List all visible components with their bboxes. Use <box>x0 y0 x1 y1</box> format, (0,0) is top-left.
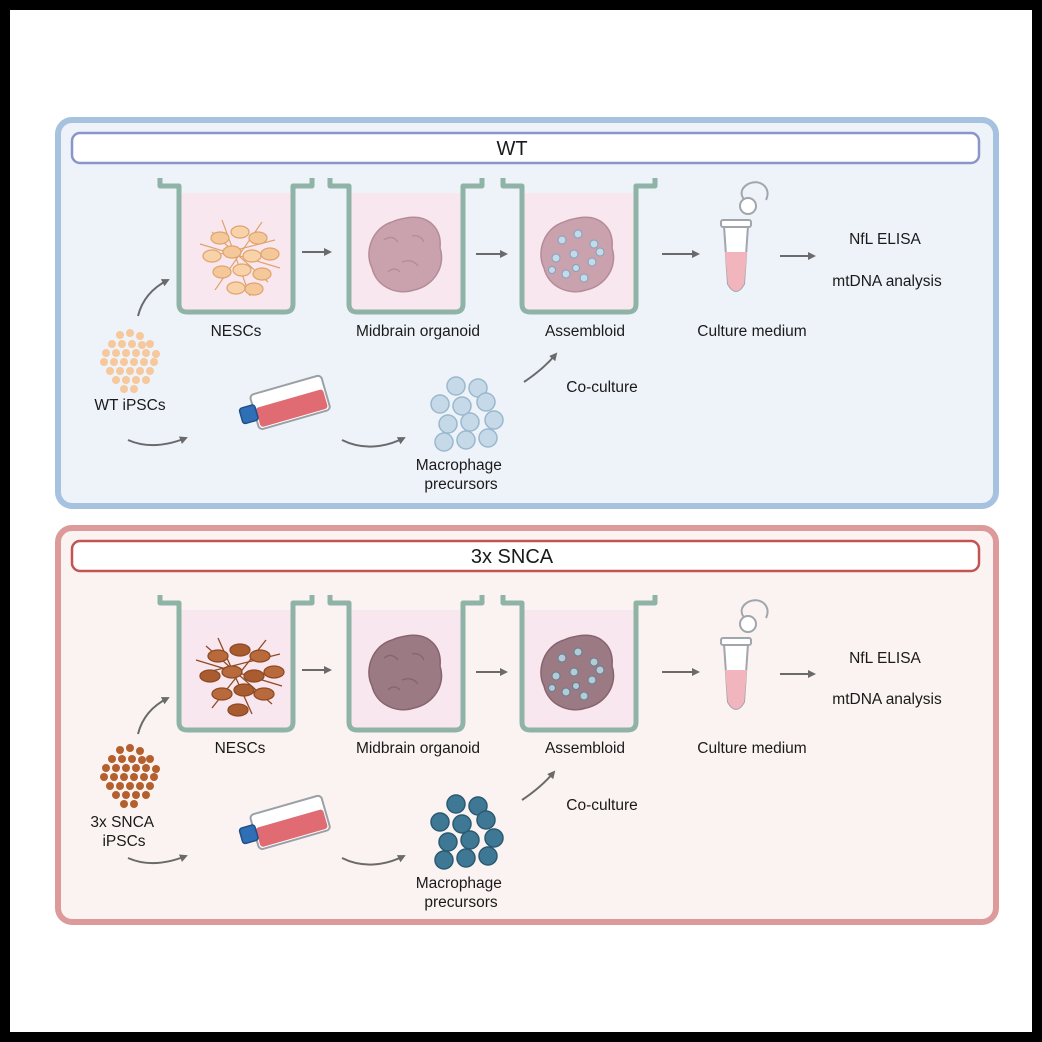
tube-icon <box>720 599 769 710</box>
label-culture-medium: Culture medium <box>697 740 806 757</box>
label-macrophage: Macrophage precursors <box>416 875 506 911</box>
label-macrophage-line2: precursors <box>424 476 497 493</box>
label-readout-nfl: NfL ELISA <box>849 231 921 248</box>
label-readout-mtdna: mtDNA analysis <box>832 273 942 290</box>
macrophage-icon <box>430 794 504 870</box>
label-assembloid: Assembloid <box>545 323 625 340</box>
label-organoid: Midbrain organoid <box>356 323 480 340</box>
nescs-cells-icon <box>199 219 281 297</box>
assembloid-icon <box>540 634 615 711</box>
label-source-line1: 3x SNCA <box>90 814 154 831</box>
label-nescs: NESCs <box>211 323 262 340</box>
label-readout-mtdna: mtDNA analysis <box>832 691 942 708</box>
arrows-wt <box>127 248 816 448</box>
ipsc-colony-icon <box>100 329 160 393</box>
label-coculture: Co-culture <box>566 379 638 396</box>
label-source-line2: iPSCs <box>102 833 145 850</box>
flask-icon <box>238 374 331 430</box>
label-nescs: NESCs <box>215 740 266 757</box>
panel-wt-title: WT <box>496 138 527 160</box>
panel-snca-title-box <box>70 539 981 573</box>
panel-wt-title-box <box>70 131 981 165</box>
nescs-cells-icon <box>195 637 285 717</box>
assembloid-icon <box>540 216 615 293</box>
panel-snca: 3x SNCA <box>55 525 999 925</box>
label-macrophage-line2: precursors <box>424 894 497 911</box>
label-source: WT iPSCs <box>94 397 165 414</box>
label-macrophage-line1: Macrophage <box>416 875 502 892</box>
tube-icon <box>720 181 769 292</box>
panel-wt: WT <box>55 117 999 509</box>
label-assembloid: Assembloid <box>545 740 625 757</box>
label-coculture: Co-culture <box>566 797 638 814</box>
panel-snca-title: 3x SNCA <box>471 546 554 568</box>
organoid-icon <box>368 634 443 711</box>
ipsc-colony-icon <box>100 744 160 808</box>
organoid-icon <box>368 216 443 293</box>
label-organoid: Midbrain organoid <box>356 740 480 757</box>
macrophage-icon <box>430 376 504 452</box>
label-readout-nfl: NfL ELISA <box>849 650 921 667</box>
label-macrophage: Macrophage precursors <box>416 457 506 493</box>
arrows-snca <box>127 666 816 866</box>
flask-icon <box>238 794 331 850</box>
label-macrophage-line1: Macrophage <box>416 457 502 474</box>
label-culture-medium: Culture medium <box>697 323 806 340</box>
label-source: 3x SNCA iPSCs <box>90 814 157 850</box>
